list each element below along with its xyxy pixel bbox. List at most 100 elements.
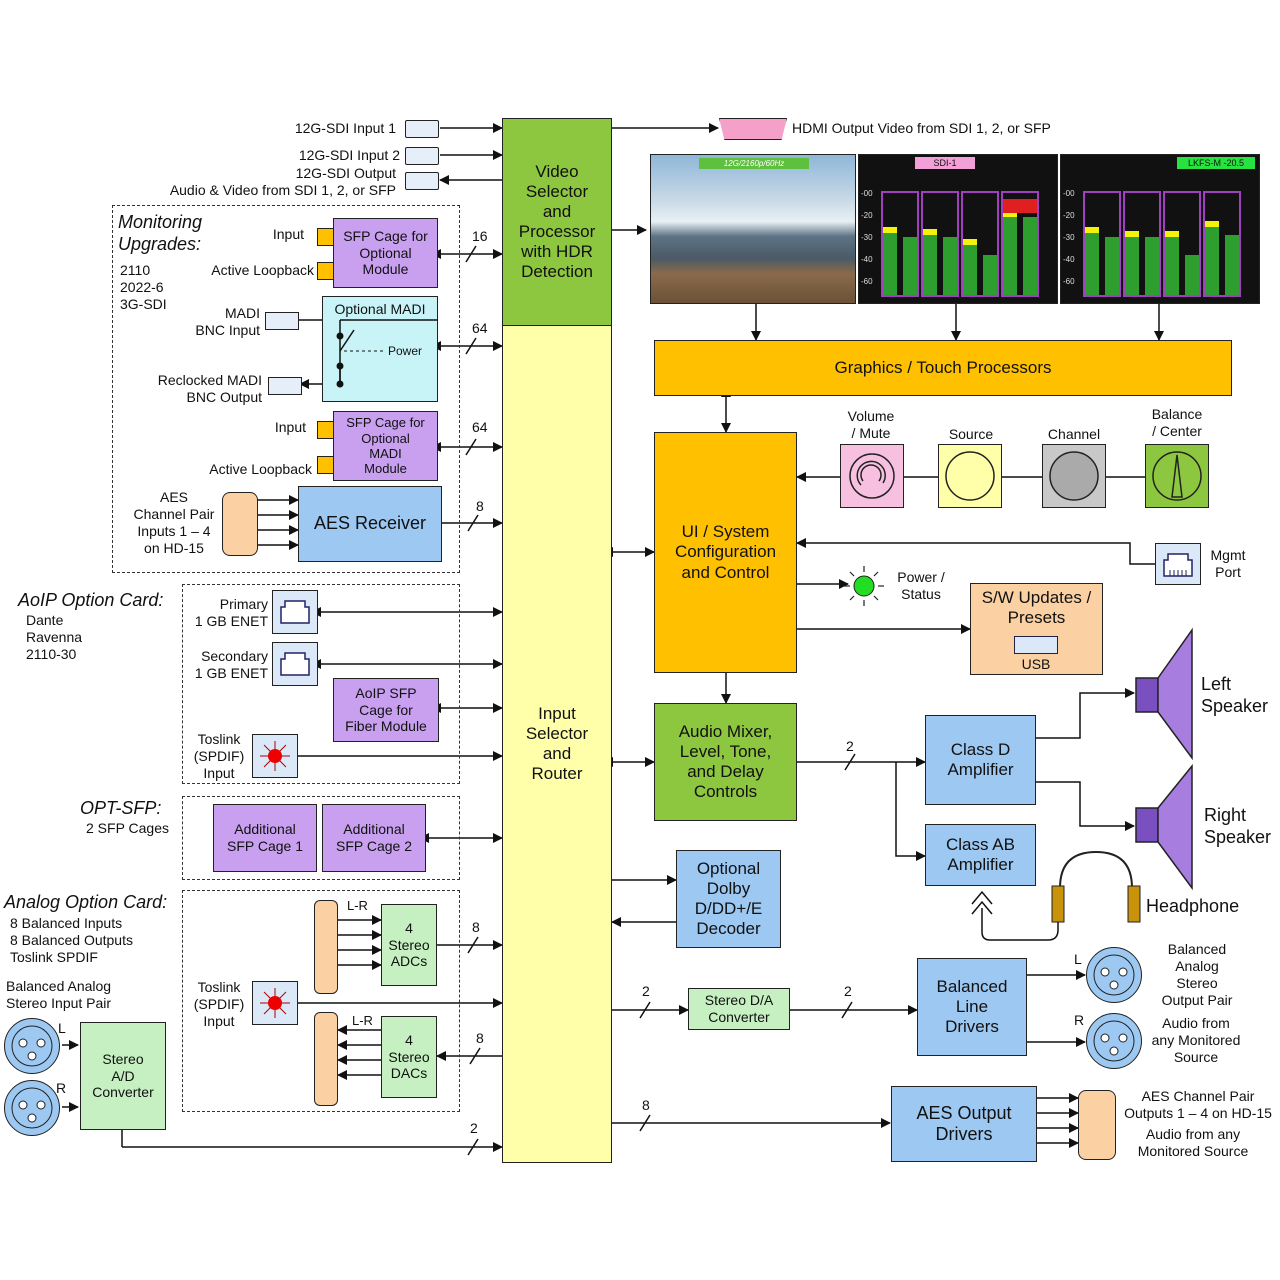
meter-frame (921, 191, 959, 297)
meter-peak (883, 227, 897, 233)
meter-frame (961, 191, 999, 297)
meter-2-title: LKFS-M -20.5 (1177, 157, 1255, 169)
stereo-da-converter: Stereo D/A Converter (688, 988, 790, 1030)
volume-knob[interactable] (840, 444, 904, 508)
bus-width-label: 2 (470, 1120, 478, 1136)
secondary-enet-label: Secondary 1 GB ENET (194, 648, 268, 682)
meter-peak (1085, 227, 1099, 233)
aes-output-label: AES Channel Pair Outputs 1 – 4 on HD-15 (1124, 1088, 1272, 1122)
channel-knob[interactable] (1042, 444, 1106, 508)
balance-knob[interactable] (1145, 444, 1209, 508)
meter-frame (1123, 191, 1161, 297)
mgmt-port-label: Mgmt Port (1210, 547, 1246, 581)
l-label: L (58, 1020, 66, 1036)
meter-overload (1003, 199, 1037, 213)
bus-width-label: 64 (472, 320, 488, 336)
meter-bar (1185, 255, 1199, 295)
right-speaker-label: Right Speaker (1204, 805, 1272, 847)
meter-bar (883, 233, 897, 295)
meter-frame (881, 191, 919, 297)
bnc-connector-icon (405, 147, 439, 165)
sfp-cage-optional-module: SFP Cage for Optional Module (333, 218, 438, 288)
headphone-icon (1051, 850, 1141, 923)
meter-frame (1163, 191, 1201, 297)
opt-sfp-group (182, 796, 460, 880)
r-label: R (56, 1080, 67, 1096)
meter-frame (1083, 191, 1121, 297)
balanced-input-label: Balanced Analog Stereo Input Pair (6, 978, 112, 1012)
monitoring-group (112, 205, 460, 573)
aoip-title: AoIP Option Card: (18, 590, 164, 610)
hdmi-label: HDMI Output Video from SDI 1, 2, or SFP (792, 120, 1051, 136)
toslink-port-icon (252, 981, 298, 1025)
class-ab-amplifier: Class AB Amplifier (925, 824, 1036, 886)
meter-screen-2: LKFS-M -20.5 -00-20-30-40-60 (1060, 154, 1260, 304)
db25-connector-icon (314, 900, 338, 994)
meter-peak (1165, 231, 1179, 237)
bus-width-label: 8 (476, 1030, 484, 1046)
meter-bar (963, 245, 977, 295)
xlr-connector-icon (4, 1080, 60, 1136)
aoip-group (182, 584, 460, 784)
primary-enet-label: Primary 1 GB ENET (194, 596, 268, 630)
bnc-connector-icon (405, 120, 439, 138)
sfp-input-label: Input (272, 226, 304, 242)
bus-width-label: 2 (844, 983, 852, 999)
bus-width-label: 2 (642, 983, 650, 999)
meter-scale-label: -40 (1063, 255, 1075, 264)
meter-frame (1001, 191, 1039, 297)
meter-scale-label: -30 (1063, 233, 1075, 242)
analog-title: Analog Option Card: (4, 892, 168, 912)
audio-from-label: Audio from any Monitored Source (1151, 1015, 1241, 1066)
analog-list: 8 Balanced Inputs 8 Balanced Outputs Tos… (10, 915, 133, 966)
meter-scale-label: -60 (861, 277, 873, 286)
ethernet-port-icon (272, 642, 318, 686)
video-caption: 12G/2160p/60Hz (699, 158, 809, 169)
monitoring-title: Monitoring Upgrades: (118, 212, 203, 254)
meter-1-title: SDI-1 (915, 157, 975, 169)
bus-width-label: 8 (642, 1097, 650, 1113)
toslink-label: Toslink (SPDIF) Input (193, 731, 245, 782)
madi-output-label: Reclocked MADI BNC Output (157, 372, 262, 406)
volume-label: Volume / Mute (847, 408, 895, 442)
balance-knob-icon (1152, 451, 1202, 501)
madi-input-label: MADI BNC Input (195, 305, 260, 339)
meter-bar (1125, 237, 1139, 295)
monitoring-list: 2110 2022-6 3G-SDI (120, 262, 167, 313)
meter-bar (1003, 217, 1017, 295)
aes-output-drivers: AES Output Drivers (891, 1086, 1037, 1162)
meter-bar (1085, 233, 1099, 295)
sw-updates-presets: S/W Updates / Presets (970, 583, 1103, 675)
meter-1-bars: -00-20-30-40-60 (859, 155, 1057, 303)
source-knob[interactable] (938, 444, 1002, 508)
madi-sfp-input-label: Input (274, 419, 306, 435)
input-selector-router: Input Selector and Router (502, 325, 612, 1163)
meter-peak (1003, 211, 1017, 217)
hdmi-connector-icon (719, 118, 787, 140)
aoip-list: Dante Ravenna 2110-30 (26, 612, 83, 663)
out-r-label: R (1074, 1012, 1085, 1028)
meter-bar (1205, 227, 1219, 295)
meter-bar (1165, 237, 1179, 295)
aes-input-label: AES Channel Pair Inputs 1 – 4 on HD-15 (133, 489, 215, 557)
power-status-label: Power / Status (897, 569, 945, 603)
meter-bar (1105, 237, 1119, 295)
ethernet-port-icon (1155, 543, 1201, 585)
meter-scale-label: -20 (861, 211, 873, 220)
video-preview: 12G/2160p/60Hz (650, 154, 856, 304)
bus-width-label: 16 (472, 228, 488, 244)
dac-lr-label: L-R (352, 1013, 373, 1028)
stereo-adcs: 4 Stereo ADCs (381, 904, 437, 986)
source-knob-icon (945, 451, 995, 501)
meter-scale-label: -30 (861, 233, 873, 242)
opt-sfp-list: 2 SFP Cages (86, 820, 170, 836)
aes-receiver: AES Receiver (298, 486, 442, 562)
meter-frame (1203, 191, 1241, 297)
toslink-port-icon (252, 734, 298, 778)
additional-sfp-cage-1: Additional SFP Cage 1 (213, 804, 317, 872)
stereo-ad-converter: Stereo A/D Converter (80, 1022, 166, 1130)
sdi-input-2-label: 12G-SDI Input 2 (298, 147, 400, 163)
madi-power-label: Power (388, 344, 423, 358)
speaker-icon (1135, 764, 1193, 891)
